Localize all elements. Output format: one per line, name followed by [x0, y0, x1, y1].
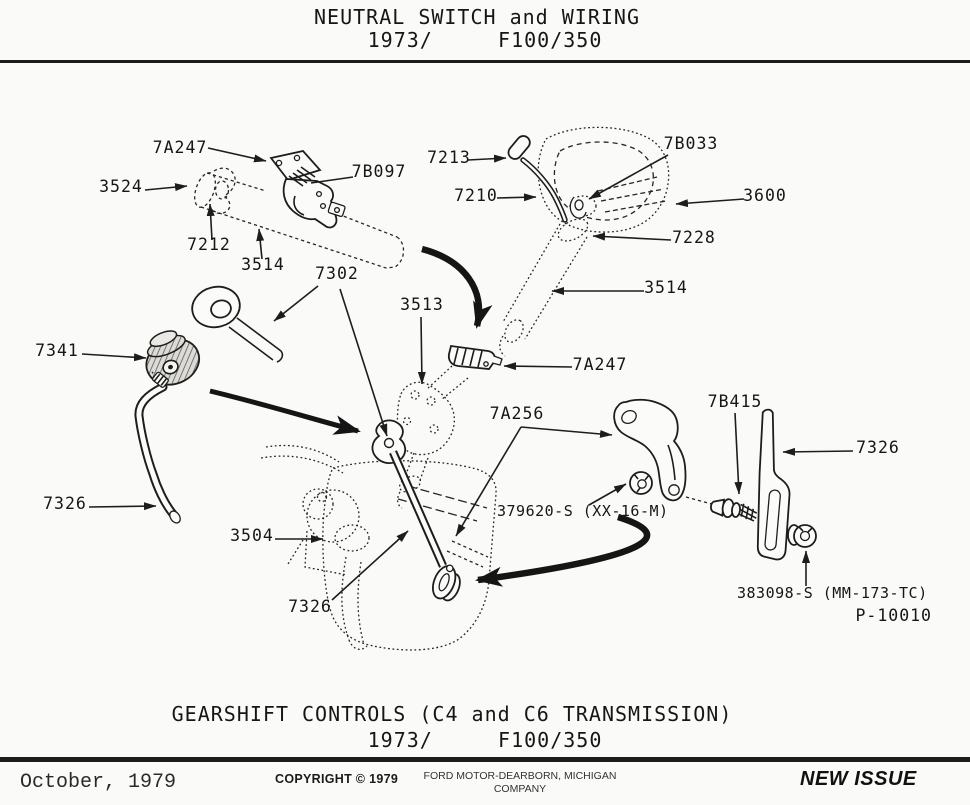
part-label-3513: 3513 — [400, 295, 444, 314]
footer-company-line1: FORD MOTOR-DEARBORN, MICHIGAN — [423, 770, 617, 782]
footer-copyright: COPYRIGHT © 1979 — [275, 772, 399, 786]
header-rule — [0, 60, 970, 63]
nut-379620 — [629, 471, 653, 495]
part-label-7326-bottom: 7326 — [288, 597, 332, 616]
part-label-7326-right: 7326 — [856, 438, 900, 457]
figure-number: P-10010 — [855, 606, 932, 625]
bolt-7b415 — [710, 498, 758, 522]
part-label-3504: 3504 — [230, 526, 274, 545]
part-label-7212: 7212 — [187, 235, 231, 254]
page-title-line1: NEUTRAL SWITCH and WIRING — [313, 5, 641, 29]
part-label-7a256: 7A256 — [490, 404, 545, 423]
caption-line2: 1973/ F100/350 — [367, 728, 603, 752]
part-label-383098: 383098-S (MM-173-TC) — [737, 584, 928, 602]
part-label-3514-right: 3514 — [644, 278, 688, 297]
gearshift-lever-upper — [507, 135, 568, 223]
rod-7326-left — [134, 371, 181, 524]
part-labels: 7A247 3524 7B097 7212 3514 7302 7213 721… — [35, 134, 932, 625]
footer-company: FORD MOTOR-DEARBORN, MICHIGAN COMPANY — [405, 770, 635, 795]
new-issue-stamp: NEW ISSUE — [800, 768, 917, 790]
grommet-7341 — [145, 330, 201, 386]
part-label-7210: 7210 — [454, 186, 498, 205]
page-title-line2: 1973/ F100/350 — [367, 28, 603, 52]
part-label-7326-left: 7326 — [43, 494, 87, 513]
steering-wheel — [537, 126, 670, 233]
neutral-switch-on-column — [447, 345, 503, 370]
footer-date: October, 1979 — [20, 771, 177, 794]
column-clamp — [371, 419, 407, 465]
part-label-3514-left: 3514 — [241, 255, 285, 274]
turn-signal-cam — [569, 196, 587, 219]
part-label-379620: 379620-S (XX-16-M) — [497, 502, 669, 520]
neutral-switch-assembly — [269, 150, 346, 229]
part-label-7228: 7228 — [672, 228, 716, 247]
steering-column-tube — [194, 167, 405, 269]
part-label-7b415: 7B415 — [708, 392, 763, 411]
part-label-3524: 3524 — [99, 177, 143, 196]
rod-7302 — [191, 285, 284, 363]
part-label-7213: 7213 — [427, 148, 471, 167]
lever-knob — [507, 135, 531, 160]
frame-crossmember — [260, 444, 497, 651]
steering-shaft-upper — [499, 218, 589, 357]
gearshift-rod-7326 — [389, 450, 461, 602]
flow-arrows — [209, 245, 651, 587]
leader-lines — [81, 147, 854, 601]
part-label-7b097: 7B097 — [352, 162, 407, 181]
caption-line1: GEARSHIFT CONTROLS (C4 and C6 TRANSMISSI… — [171, 702, 733, 726]
part-label-7a247-mid: 7A247 — [573, 355, 628, 374]
part-label-7a247-top: 7A247 — [153, 138, 208, 157]
part-label-7b033: 7B033 — [664, 134, 719, 153]
part-label-7341: 7341 — [35, 341, 79, 360]
nut-383098 — [787, 524, 817, 548]
link-7326-right — [756, 408, 791, 561]
steering-gear — [287, 488, 370, 651]
footer-rule — [0, 757, 970, 762]
lever-7a256 — [613, 398, 687, 502]
part-label-7302: 7302 — [315, 264, 359, 283]
footer-company-line2: COMPANY — [493, 782, 547, 795]
part-label-3600: 3600 — [743, 186, 787, 205]
